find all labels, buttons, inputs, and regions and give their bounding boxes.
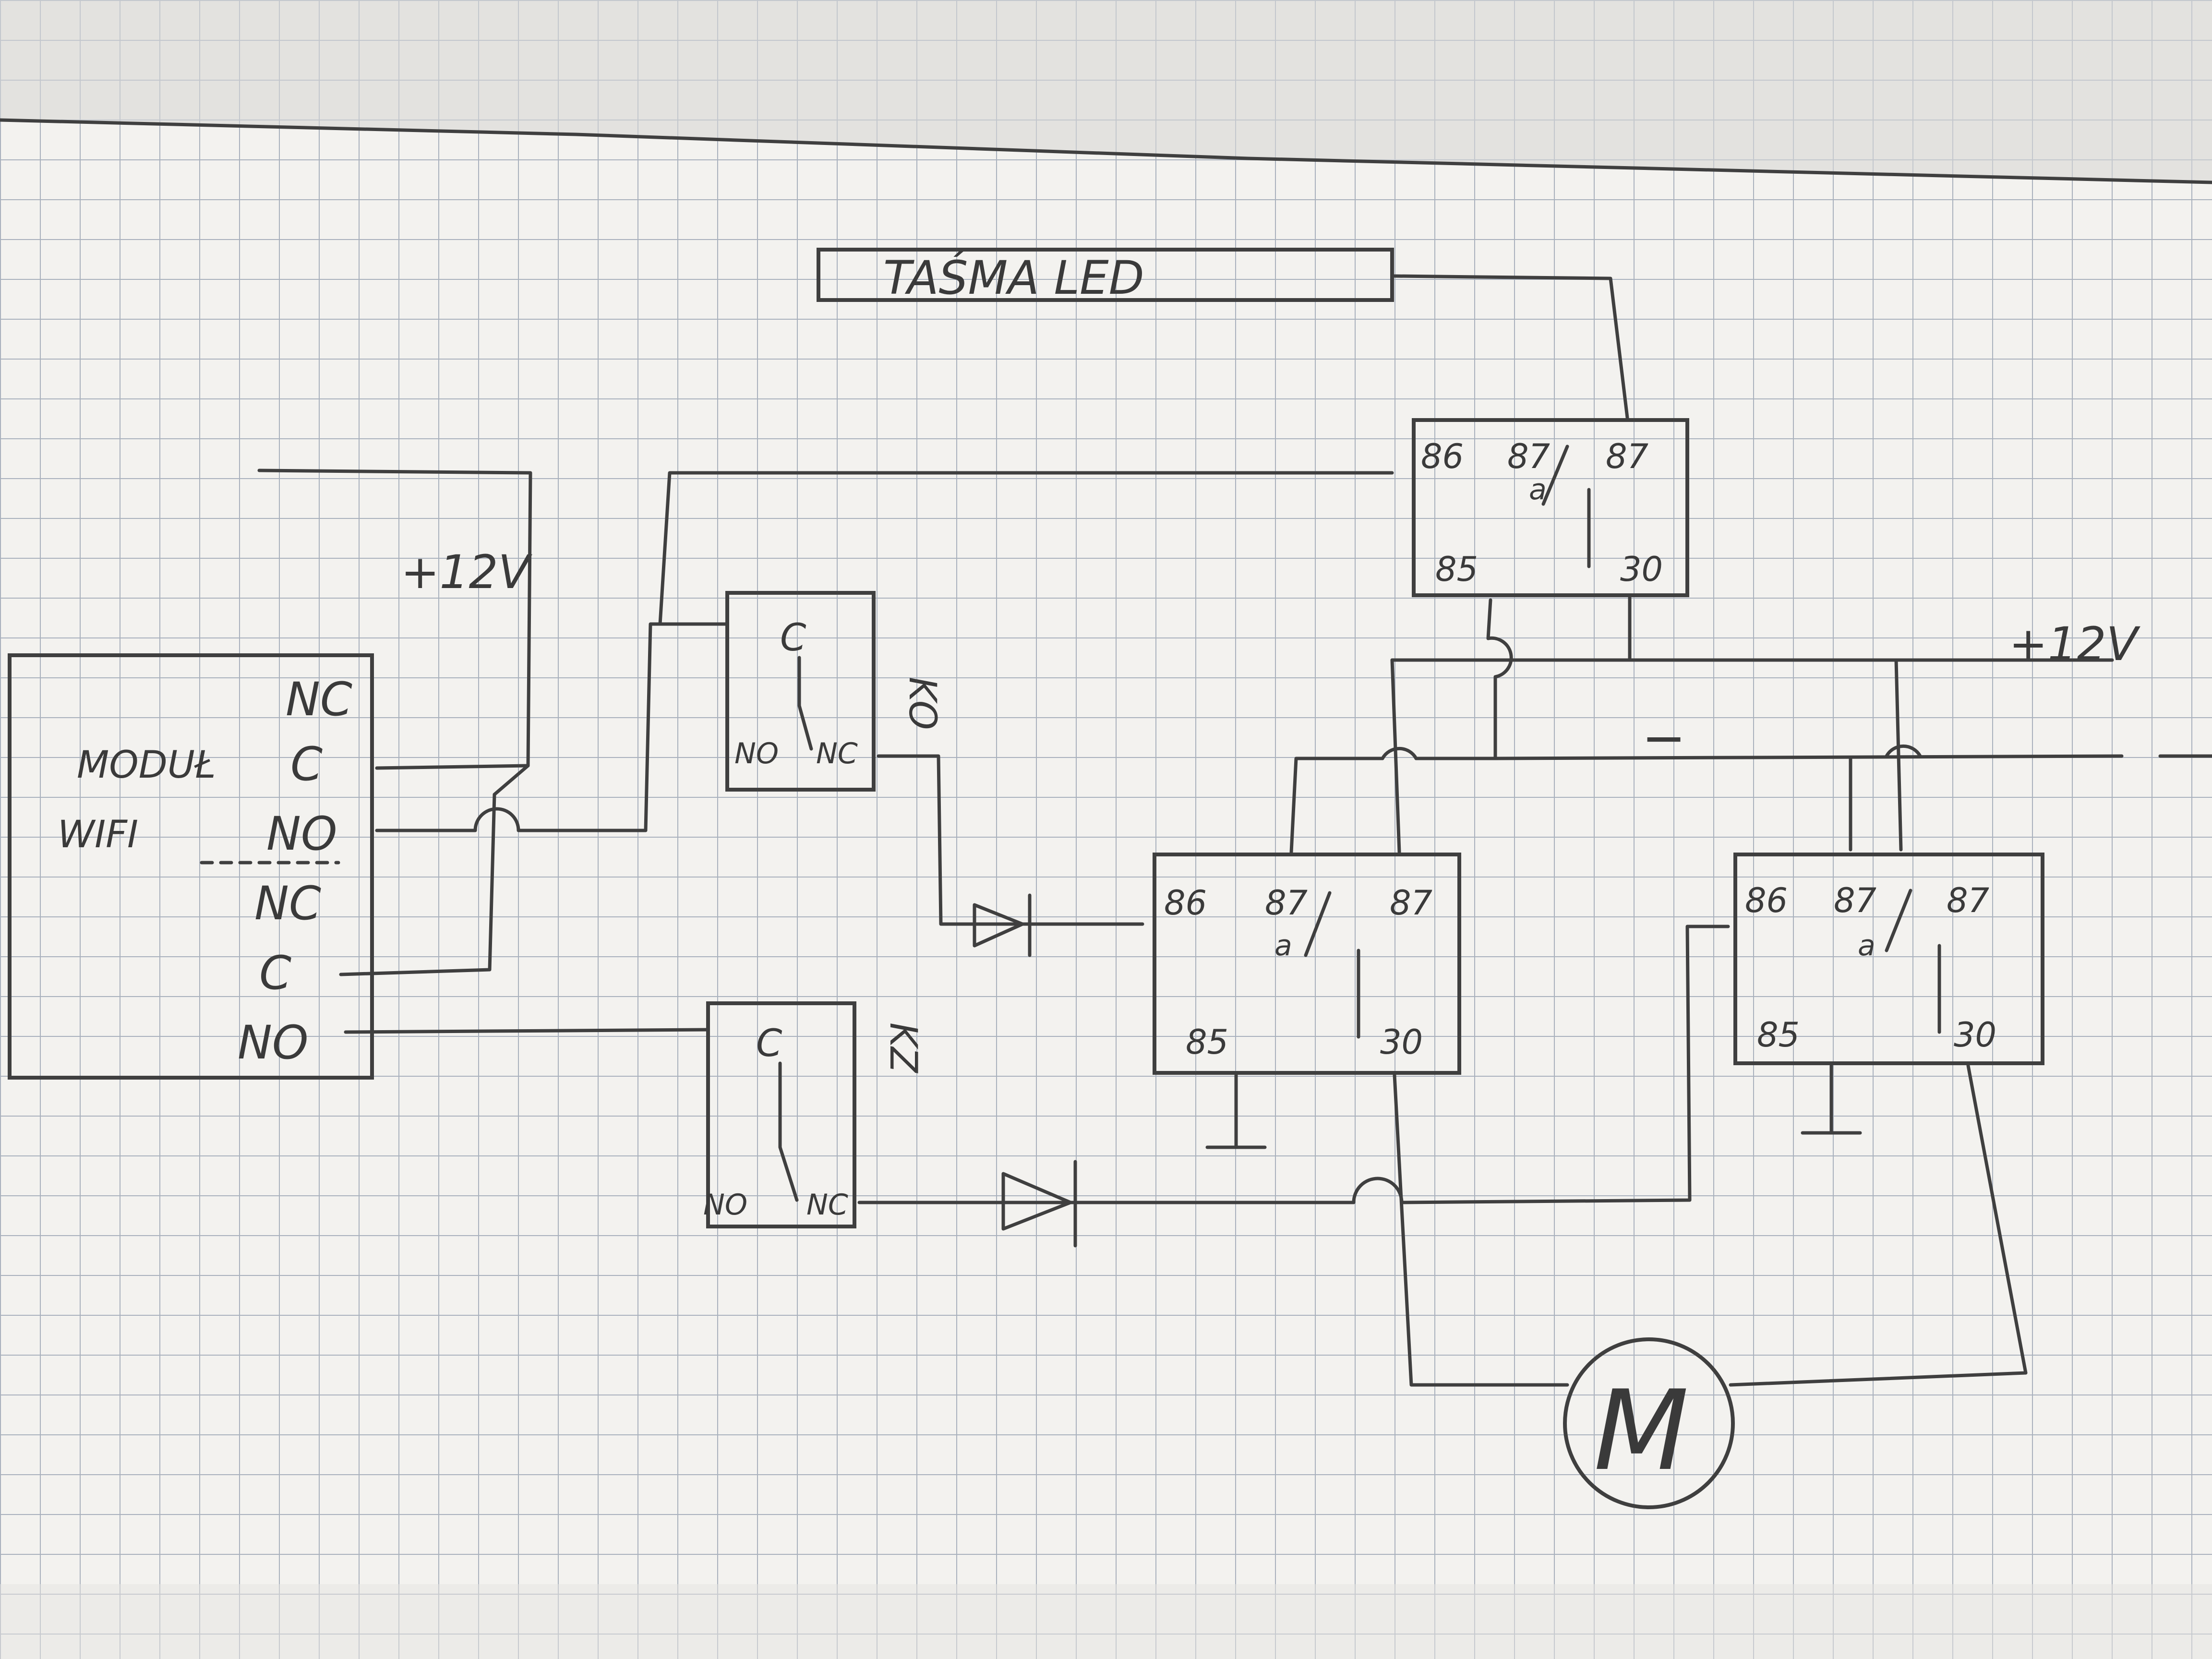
kz-pin-c: C <box>756 1022 782 1065</box>
motor: M <box>1563 1337 1735 1509</box>
relay-1-pin-85: 85 <box>1186 1022 1228 1062</box>
wifi-module: MODUŁ WIFI NC C NO NC C NO <box>8 653 374 1080</box>
wifi-pin-no-2: NO <box>238 1016 308 1070</box>
relay-led: 86 87 a 87 85 30 <box>1412 418 1689 597</box>
wifi-module-label-2: WIFI <box>58 813 138 856</box>
wifi-module-label-1: MODUŁ <box>77 744 216 787</box>
relay-1-pin-86: 86 <box>1164 883 1207 923</box>
wifi-pin-nc-2: NC <box>254 877 321 930</box>
kz-label: KZ <box>881 1022 925 1073</box>
limit-switch-ko: C NO NC KO <box>725 591 944 792</box>
relay-2: 86 87 a 87 85 30 <box>1733 853 2044 1065</box>
relay-led-pin-86: 86 <box>1421 437 1464 476</box>
relay-2-pin-85: 85 <box>1757 1015 1800 1055</box>
relay-2-pin-30: 30 <box>1954 1015 1996 1055</box>
relay-led-pin-85: 85 <box>1435 550 1478 589</box>
ko-label: KO <box>901 677 944 730</box>
relay-2-pin-87a: 87 <box>1834 881 1876 920</box>
relay-1-pin-87a: 87 <box>1265 883 1308 923</box>
relay-2-pin-87: 87 <box>1947 881 1989 920</box>
led-strip: TAŚMA LED <box>817 248 1394 305</box>
relay-1-pin-30: 30 <box>1380 1022 1423 1062</box>
motor-label: M <box>1594 1367 1689 1495</box>
relay-1-pin-a: a <box>1274 929 1292 962</box>
kz-pin-no: NO <box>703 1188 747 1222</box>
supply-12v-left: +12V <box>401 545 533 599</box>
wifi-pin-nc-1: NC <box>286 673 352 726</box>
ko-pin-c: C <box>780 616 806 660</box>
relay-led-pin-87a: 87 <box>1507 437 1550 476</box>
wifi-pin-c-1: C <box>290 737 323 791</box>
supply-12v-right: +12V <box>2009 617 2141 671</box>
relay-2-pin-86: 86 <box>1745 881 1788 920</box>
led-strip-label: TAŚMA LED <box>883 251 1144 305</box>
wifi-pin-c-2: C <box>259 946 291 1000</box>
wires <box>257 274 2212 1387</box>
relay-led-pin-30: 30 <box>1620 550 1663 589</box>
limit-switch-kz: C NO NC KZ <box>703 1001 925 1228</box>
ko-pin-nc: NC <box>816 737 858 770</box>
relay-2-pin-a: a <box>1858 929 1875 962</box>
relay-1-pin-87: 87 <box>1390 883 1432 923</box>
wifi-pin-no-1: NO <box>266 807 337 861</box>
relay-led-pin-87: 87 <box>1606 437 1648 476</box>
kz-pin-nc: NC <box>806 1188 848 1222</box>
relay-1: 86 87 a 87 85 30 <box>1153 853 1461 1075</box>
ko-pin-no: NO <box>734 737 779 770</box>
